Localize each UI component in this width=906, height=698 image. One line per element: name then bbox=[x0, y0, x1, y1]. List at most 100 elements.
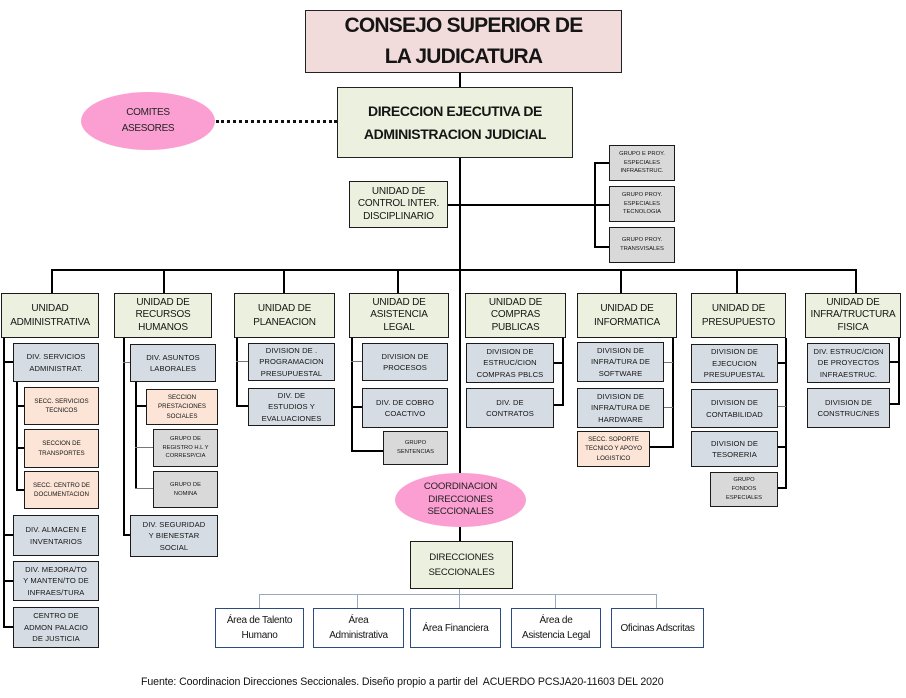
seccion-prestaciones-sociales-box: SECCION PRESTACIONES SOCIALES bbox=[146, 389, 218, 425]
connector-line bbox=[236, 361, 248, 362]
area-asistencia-legal-box: Área de Asistencia Legal bbox=[511, 608, 601, 648]
connector-line bbox=[283, 269, 285, 293]
dotted-connector bbox=[216, 120, 337, 123]
coordinacion-direcciones-ellipse: COORDINACION DIRECCIONES SECCIONALES bbox=[395, 473, 526, 527]
connector-line bbox=[855, 269, 857, 293]
connector-line bbox=[16, 447, 24, 449]
control-interno-box: UNIDAD DE CONTROL INTER. DISCIPLINARIO bbox=[349, 181, 448, 228]
connector-line bbox=[135, 488, 153, 489]
connector-line bbox=[3, 338, 5, 628]
connector-line bbox=[351, 361, 362, 362]
grupo-nomina-box: GRUPO DE NOMINA bbox=[153, 471, 218, 508]
connector-line bbox=[889, 361, 899, 363]
connector-line bbox=[123, 338, 125, 536]
connector-line bbox=[777, 362, 786, 364]
seccion-transportes-box: SECCION DE TRANSPORTES bbox=[24, 429, 99, 468]
units-bus-line bbox=[51, 269, 857, 271]
div-procesos-box: DIVISION DE PROCESOS bbox=[362, 343, 448, 381]
connector-line bbox=[459, 589, 460, 608]
connector-line bbox=[620, 269, 622, 293]
area-financiera-box: Área Financiera bbox=[410, 608, 501, 648]
div-programacion-presupuestal-box: DIVISION DE . PROGRAMACION PRESUPUESTAL bbox=[248, 343, 335, 381]
grupo-sentencias-box: GRUPO SENTENCIAS bbox=[383, 431, 448, 465]
connector-line bbox=[16, 381, 18, 491]
connector-line bbox=[236, 405, 248, 407]
connector-line bbox=[777, 406, 786, 407]
direcciones-seccionales-box: DIRECCIONES SECCIONALES bbox=[410, 541, 513, 589]
connector-line bbox=[777, 487, 786, 489]
connector-line bbox=[135, 447, 153, 448]
secc-centro-documentacion-box: SECC. CENTRO DE DOCUMENTACION bbox=[24, 471, 99, 509]
connector-line bbox=[51, 269, 53, 293]
div-ejecucion-presupuestal-box: DIVISION DE EJECUCION PRESUPUESTAL bbox=[691, 344, 778, 383]
unidad-presupuesto-box: UNIDAD DE PRESUPUESTO bbox=[691, 293, 786, 338]
consejo-superior-box: CONSEJO SUPERIOR DE LA JUDICATURA bbox=[305, 10, 622, 73]
connector-line bbox=[777, 446, 786, 448]
connector-line bbox=[553, 404, 563, 406]
areas-bus-line bbox=[259, 594, 657, 595]
area-talento-humano-box: Área de Talento Humano bbox=[215, 608, 304, 648]
connector-line bbox=[123, 534, 130, 536]
secc-servicios-tecnicos-box: SECC. SERVICIOS TECNICOS bbox=[24, 387, 99, 425]
div-construcciones-box: DIVISION DE CONSTRUC/NES bbox=[807, 388, 890, 428]
grupo-proy-infraestructura-box: GRUPO E PROY. ESPECIALES INFRAESTRUC. bbox=[609, 145, 675, 181]
div-seguridad-bienestar-box: DIV. SEGURIDAD Y BIENESTAR SOCIAL bbox=[130, 515, 218, 557]
div-mejoramiento-mantenimiento-box: DIV. MEJORA/TO Y MANTEN/TO DE INFRAES/TU… bbox=[13, 561, 99, 601]
connector-line bbox=[3, 626, 13, 628]
comites-asesores-ellipse: COMITES ASESORES bbox=[81, 92, 215, 150]
div-estructuracion-compras-box: DIVISION DE ESTRUC/CION COMPRAS PBLCS bbox=[466, 343, 554, 383]
div-asuntos-laborales-box: DIV. ASUNTOS LABORALES bbox=[130, 344, 216, 382]
connector-line bbox=[163, 269, 165, 293]
connector-line bbox=[135, 381, 137, 489]
area-administrativa-box: Área Administrativa bbox=[313, 608, 404, 648]
unidad-planeacion-box: UNIDAD DE PLANEACION bbox=[234, 293, 335, 338]
div-almacen-inventarios-box: DIV. ALMACEN E INVENTARIOS bbox=[13, 515, 99, 556]
connector-line bbox=[236, 338, 238, 407]
connector-line bbox=[3, 580, 13, 582]
oficinas-adscritas-box: Oficinas Adscritas bbox=[611, 608, 704, 648]
connector-line bbox=[123, 362, 130, 363]
connector-line bbox=[736, 269, 738, 293]
div-cobro-coactivo-box: DIV. DE COBRO COACTIVO bbox=[362, 388, 448, 428]
connector-line bbox=[351, 338, 353, 452]
div-contratos-box: DIV. DE CONTRATOS bbox=[466, 388, 554, 428]
connector-line bbox=[672, 338, 674, 448]
div-infraestructura-software-box: DIVISION DE INFRA/TURA DE SOFTWARE bbox=[577, 342, 664, 382]
div-contabilidad-box: DIVISION DE CONTABILIDAD bbox=[691, 389, 778, 428]
connector-line bbox=[459, 527, 461, 541]
unidad-asistencia-legal-box: UNIDAD DE ASISTENCIA LEGAL bbox=[349, 293, 449, 338]
unidad-compras-publicas-box: UNIDAD DE COMPRAS PUBLICAS bbox=[465, 293, 566, 338]
grupo-proy-transversales-box: GRUPO PROY. TRANSVISALES bbox=[609, 227, 675, 263]
connector-line bbox=[649, 446, 673, 448]
source-caption: Fuente: Coordinacion Direcciones Seccion… bbox=[141, 676, 664, 688]
centro-admon-palacio-justicia-box: CENTRO DE ADMON PALACIO DE JUSTICIA bbox=[13, 607, 99, 648]
connector-line bbox=[135, 405, 146, 407]
grupo-proy-tecnologia-box: GRUPO PROY. ESPECIALES TECNOLOGIA bbox=[609, 186, 675, 222]
connector-line bbox=[397, 269, 399, 293]
div-estructuracion-proyectos-box: DIV. ESTRUC/CION DE PROYECTOS INFRAESTRU… bbox=[807, 343, 890, 383]
unidad-administrativa-box: UNIDAD ADMINISTRATIVA bbox=[1, 293, 99, 338]
div-tesoreria-box: DIVISION DE TESORERIA bbox=[691, 431, 778, 467]
connector-line bbox=[3, 534, 13, 536]
connector-line bbox=[562, 338, 564, 406]
connector-line bbox=[448, 204, 596, 206]
div-servicios-administrativos-box: DIV. SERVICIOS ADMINISTRAT. bbox=[13, 343, 99, 382]
connector-line bbox=[16, 489, 24, 491]
connector-line bbox=[594, 162, 609, 164]
connector-line bbox=[16, 405, 24, 407]
secc-soporte-tecnico-box: SECC. SOPORTE TECNICO Y APOYO LOGISTICO bbox=[577, 431, 650, 467]
connector-line bbox=[553, 362, 563, 364]
connector-line bbox=[351, 406, 362, 408]
unidad-informatica-box: UNIDAD DE INFORMATICA bbox=[577, 293, 677, 338]
connector-line bbox=[259, 594, 260, 608]
grupo-registro-correspondencia-box: GRUPO DE REGISTRO H.L Y CORRESP/CIA bbox=[153, 429, 218, 467]
connector-line bbox=[459, 73, 461, 87]
connector-line bbox=[594, 246, 609, 248]
connector-line bbox=[785, 338, 787, 489]
unidad-infraestructura-fisica-box: UNIDAD DE INFRA/TRUCTURA FISICA bbox=[805, 293, 901, 338]
div-estudios-evaluaciones-box: DIV. DE ESTUDIOS Y EVALUACIONES bbox=[248, 388, 335, 426]
div-infraestructura-hardware-box: DIVISION DE INFRA/TURA DE HARDWARE bbox=[577, 388, 664, 428]
connector-line bbox=[656, 594, 657, 608]
unidad-recursos-humanos-box: UNIDAD DE RECURSOS HUMANOS bbox=[114, 293, 212, 338]
connector-line bbox=[3, 361, 13, 363]
